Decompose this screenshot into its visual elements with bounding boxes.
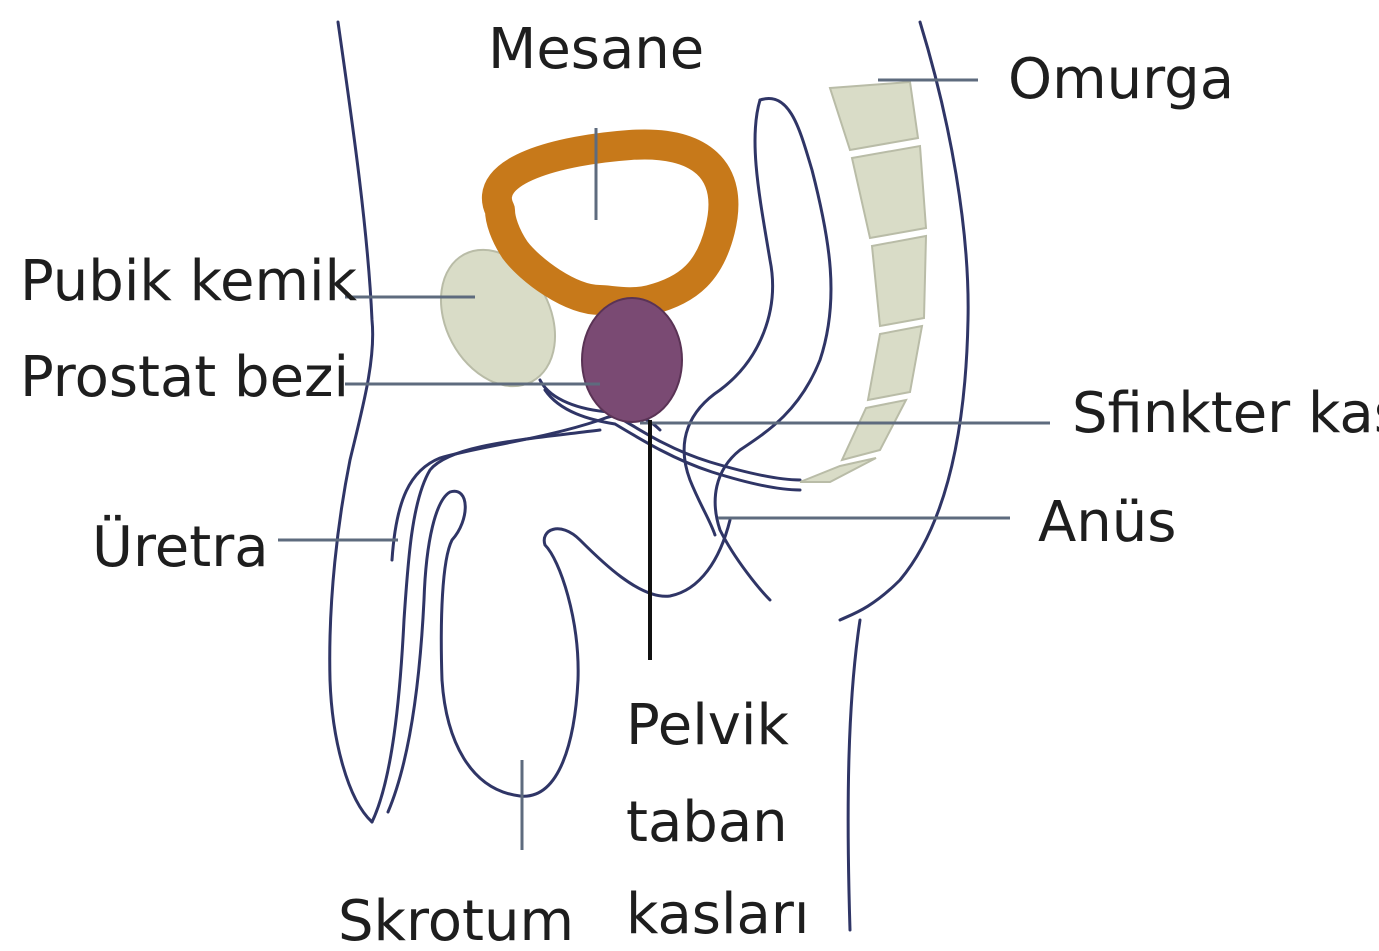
body-front-outline xyxy=(330,22,373,822)
label-pelvik-line2: taban xyxy=(626,790,788,855)
label-mesane: Mesane xyxy=(488,17,704,82)
urethra-channel xyxy=(392,414,660,560)
prostate-gland xyxy=(582,298,682,422)
vertebra xyxy=(800,458,876,482)
label-pubik-kemik: Pubik kemik xyxy=(20,249,358,314)
label-pelvik-line1: Pelvik xyxy=(626,693,789,758)
label-uretra: Üretra xyxy=(92,515,269,580)
label-skrotum: Skrotum xyxy=(338,889,574,951)
label-sfinkter-kasi: Sfinkter kası xyxy=(1072,381,1379,446)
vertebra xyxy=(842,400,906,460)
label-omurga: Omurga xyxy=(1008,47,1234,112)
label-pelvik-line3: kasları xyxy=(626,882,809,947)
label-prostat-bezi: Prostat bezi xyxy=(20,345,349,410)
penis-inner-outline xyxy=(388,491,465,812)
vertebra xyxy=(852,146,926,238)
buttock-lower-outline xyxy=(848,620,860,930)
pubic-bone xyxy=(418,230,577,406)
bladder xyxy=(497,144,724,302)
label-anus: Anüs xyxy=(1038,490,1176,555)
vertebra xyxy=(868,326,922,400)
vertebra xyxy=(830,82,918,150)
vertebra xyxy=(872,236,926,326)
